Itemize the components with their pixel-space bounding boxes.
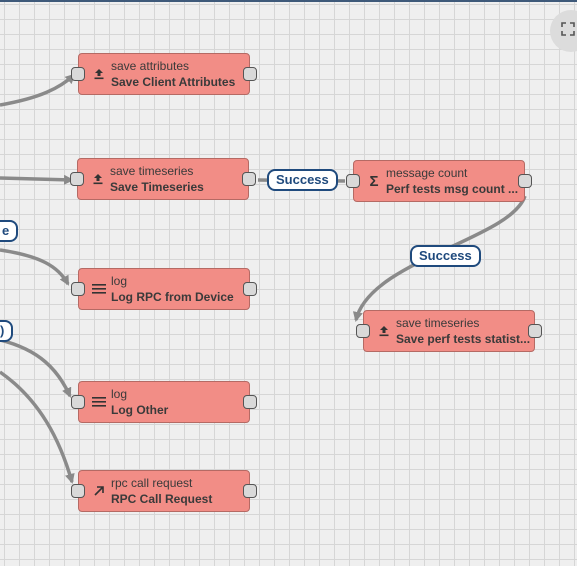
node-type: save timeseries <box>396 316 480 330</box>
link-label-success[interactable]: Success <box>267 169 338 191</box>
node-save-attributes[interactable]: save attributes Save Client Attributes <box>71 53 257 95</box>
output-port[interactable] <box>243 67 257 81</box>
node-name: Log Other <box>111 403 169 417</box>
input-port[interactable] <box>71 67 85 81</box>
output-port[interactable] <box>243 395 257 409</box>
menu-lines-icon <box>91 394 107 410</box>
link-to-rpc-call <box>0 370 75 484</box>
node-name: Save perf tests statist... <box>396 332 531 346</box>
link-to-save-timeseries <box>0 174 74 185</box>
input-port[interactable] <box>346 174 360 188</box>
link-label-partial[interactable]: e <box>0 220 19 242</box>
output-port[interactable] <box>242 172 256 186</box>
window-top-border <box>0 0 577 2</box>
node-name: RPC Call Request <box>111 492 213 506</box>
upload-icon <box>376 323 392 339</box>
node-type: save timeseries <box>110 164 194 178</box>
node-type: rpc call request <box>111 476 193 490</box>
node-type: log <box>111 387 128 401</box>
arrow-up-right-icon <box>91 483 107 499</box>
fullscreen-button[interactable] <box>550 10 577 52</box>
output-port[interactable] <box>243 484 257 498</box>
node-log-rpc[interactable]: log Log RPC from Device <box>71 268 257 310</box>
node-log-other[interactable]: log Log Other <box>71 381 257 423</box>
output-port[interactable] <box>518 174 532 188</box>
output-port[interactable] <box>528 324 542 338</box>
input-port[interactable] <box>71 282 85 296</box>
upload-icon <box>90 171 106 187</box>
node-save-timeseries[interactable]: save timeseries Save Timeseries <box>70 158 256 200</box>
node-type: log <box>111 274 128 288</box>
node-name: Log RPC from Device <box>111 290 234 304</box>
link-to-log-other <box>0 338 72 398</box>
node-save-perf-stats[interactable]: save timeseries Save perf tests statist.… <box>356 310 542 352</box>
fullscreen-icon <box>561 21 575 41</box>
input-port[interactable] <box>71 395 85 409</box>
link-label-partial[interactable]: ) <box>0 320 14 342</box>
menu-lines-icon <box>91 281 107 297</box>
output-port[interactable] <box>243 282 257 296</box>
upload-icon <box>91 66 107 82</box>
input-port[interactable] <box>356 324 370 338</box>
node-name: Save Client Attributes <box>111 75 236 89</box>
input-port[interactable] <box>71 484 85 498</box>
node-name: Perf tests msg count ... <box>386 182 519 196</box>
node-type: message count <box>386 166 468 180</box>
node-type: save attributes <box>111 59 190 73</box>
link-to-log-rpc <box>0 248 70 286</box>
node-rpc-call-request[interactable]: rpc call request RPC Call Request <box>71 470 257 512</box>
node-message-count[interactable]: Σ message count Perf tests msg count ... <box>346 160 532 202</box>
input-port[interactable] <box>70 172 84 186</box>
link-to-save-attributes <box>0 73 76 107</box>
node-name: Save Timeseries <box>110 180 204 194</box>
sigma-icon: Σ <box>369 172 379 190</box>
link-label-success[interactable]: Success <box>410 245 481 267</box>
